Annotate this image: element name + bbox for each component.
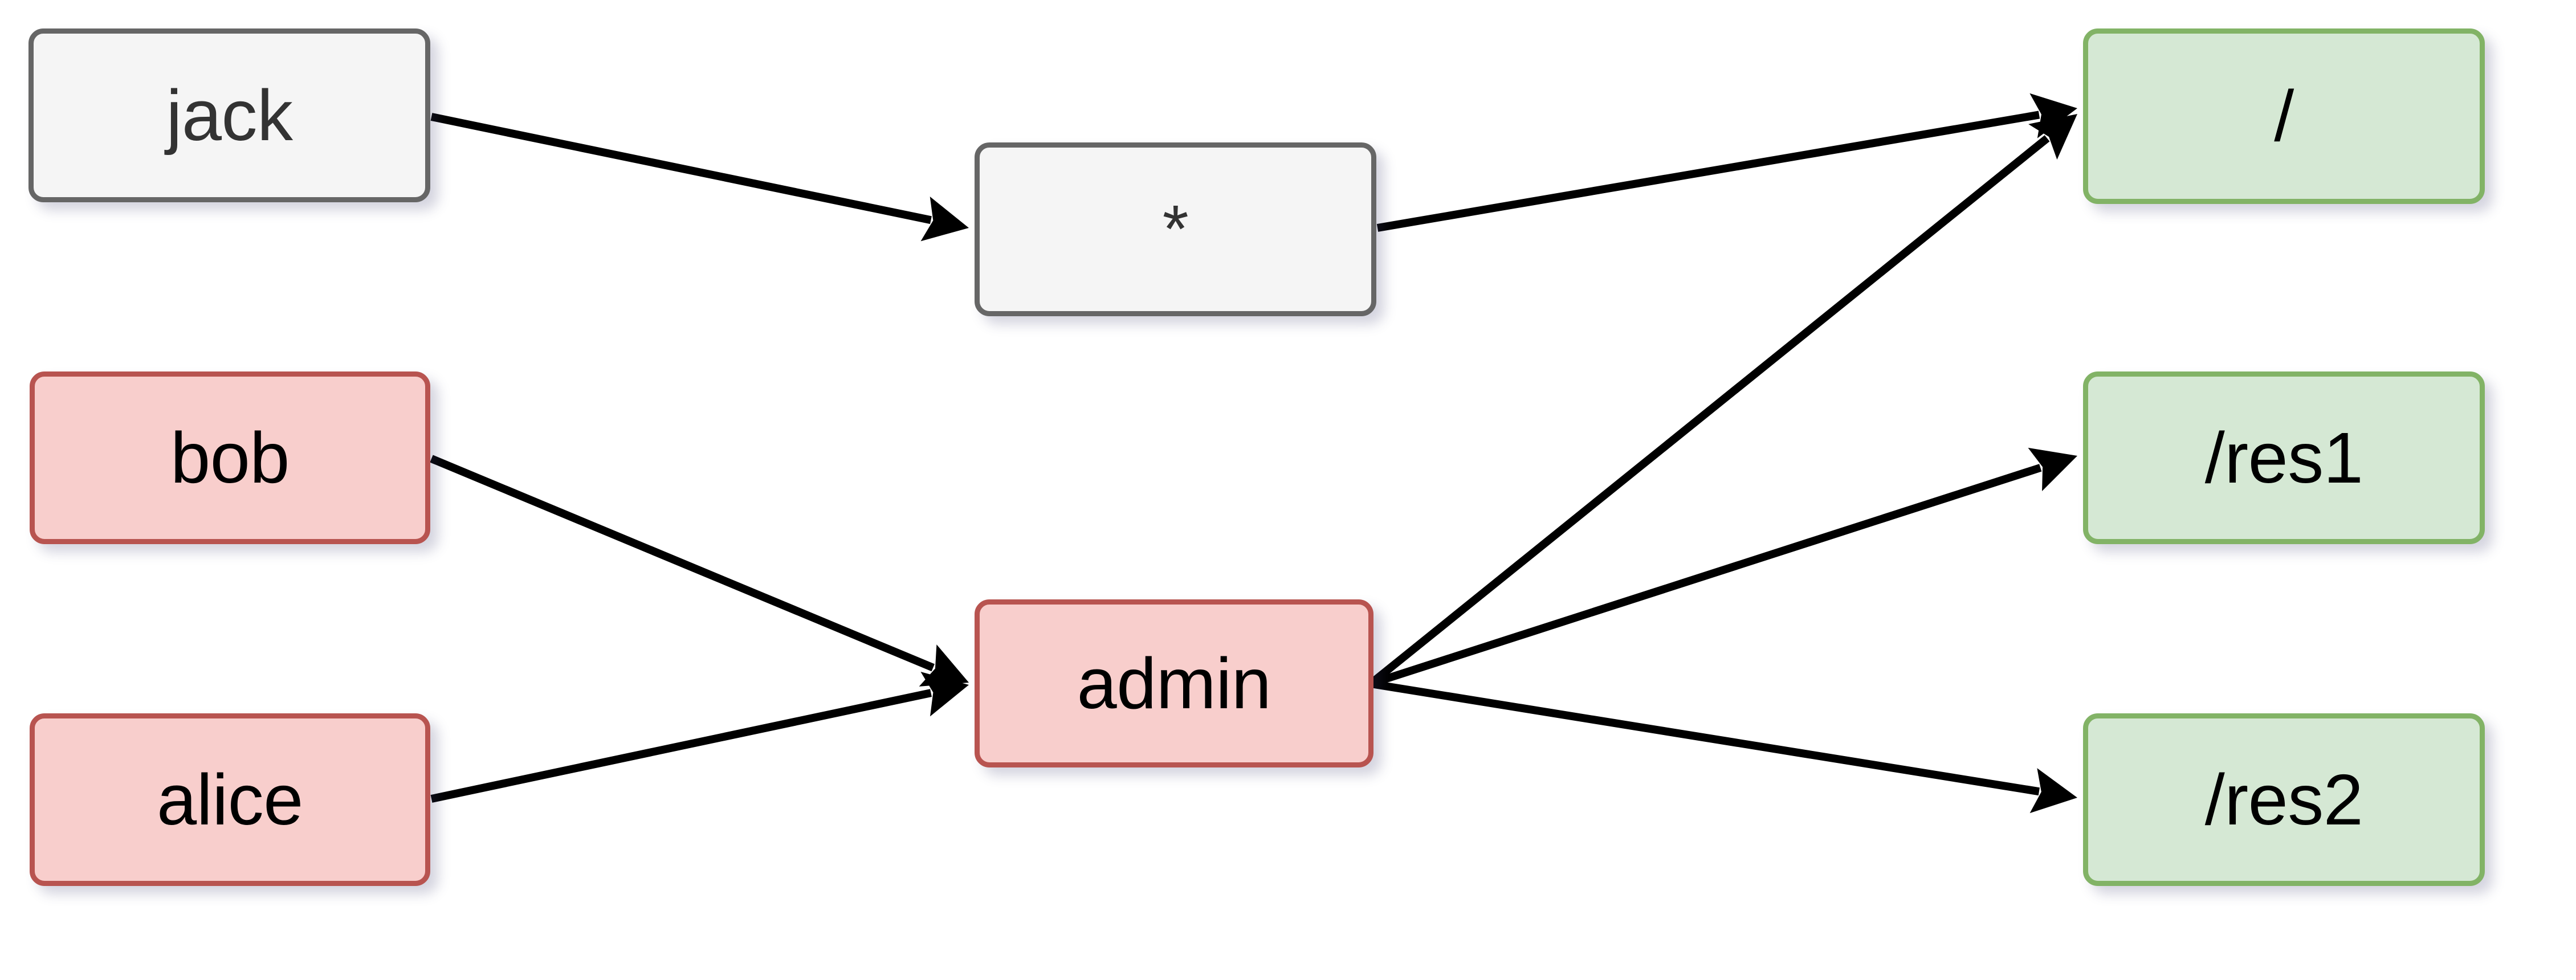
node-bob[interactable]: bob <box>30 371 430 544</box>
node-res1[interactable]: /res1 <box>2083 371 2485 544</box>
node-label-bob: bob <box>170 417 290 498</box>
node-label-root: / <box>2274 76 2294 156</box>
node-label-jack: jack <box>166 75 293 156</box>
node-label-wildcard: * <box>1162 191 1189 267</box>
node-label-admin: admin <box>1077 643 1271 724</box>
node-label-res2: /res2 <box>2204 759 2363 840</box>
node-admin[interactable]: admin <box>975 599 1373 767</box>
node-label-res1: /res1 <box>2204 417 2363 498</box>
node-root[interactable]: / <box>2083 28 2485 204</box>
node-label-alice: alice <box>157 759 303 840</box>
node-alice[interactable]: alice <box>30 713 430 886</box>
node-res2[interactable]: /res2 <box>2083 713 2485 886</box>
node-wildcard[interactable]: * <box>975 142 1376 316</box>
node-jack[interactable]: jack <box>28 28 430 202</box>
